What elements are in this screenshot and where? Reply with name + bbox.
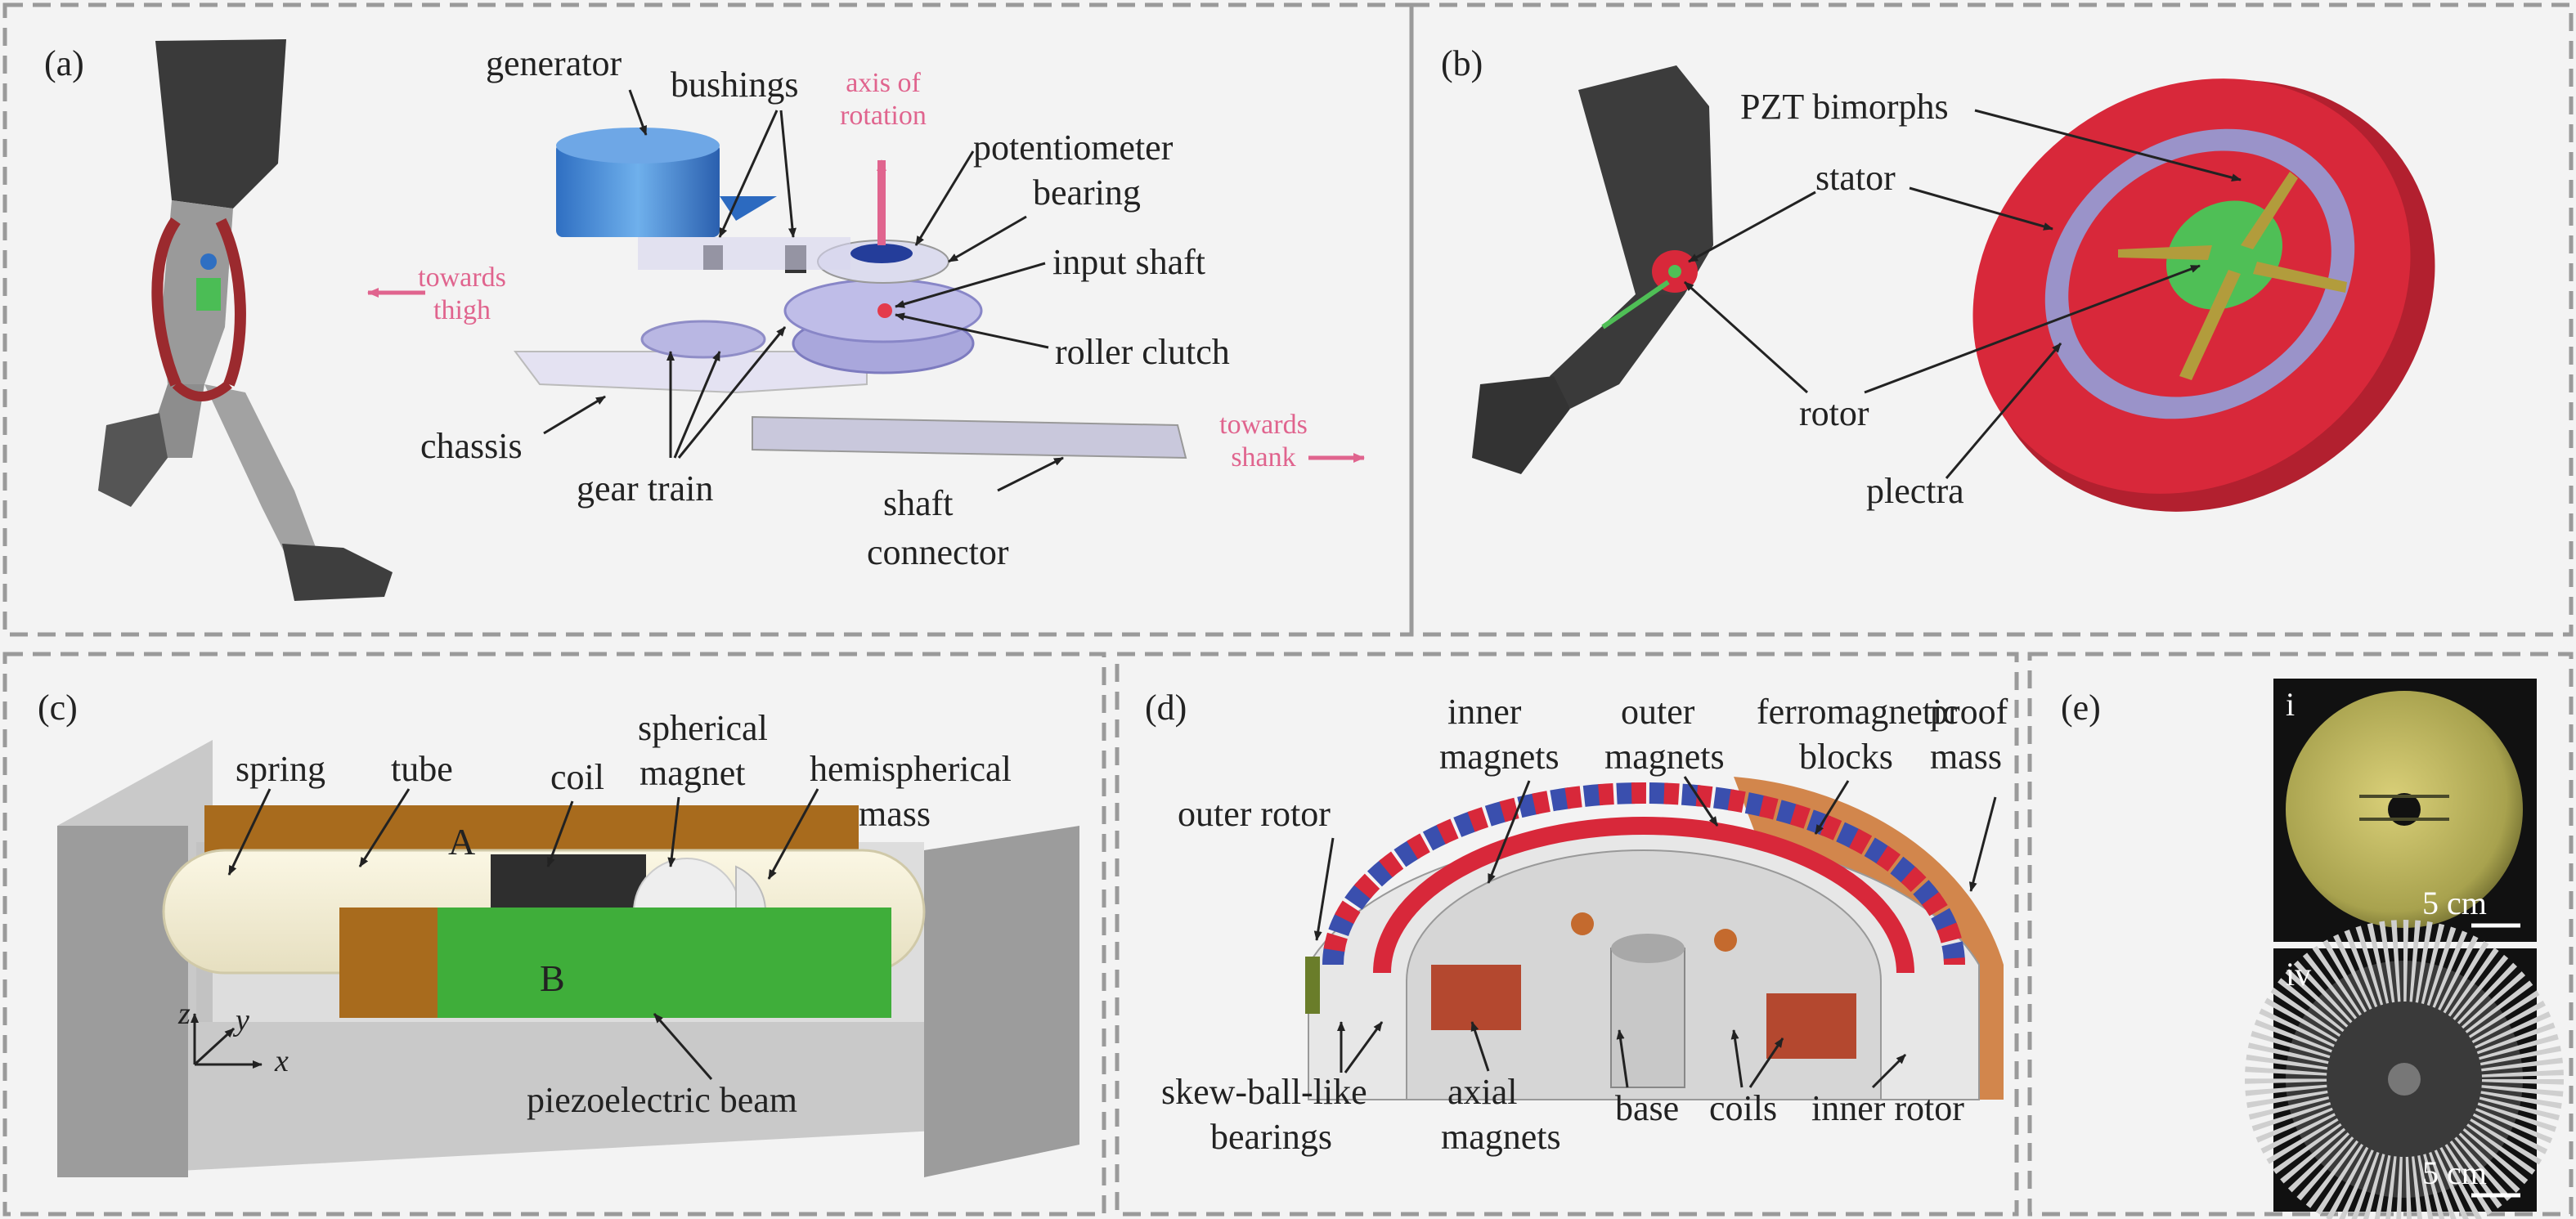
axis-label-1: axis of <box>846 68 921 98</box>
frame-c <box>2 652 1106 1217</box>
label-base: base <box>1615 1088 1679 1128</box>
label-skew-ball: skew-ball-like <box>1161 1072 1367 1112</box>
label-mass: mass <box>859 794 931 834</box>
towards-thigh-1: towards <box>418 262 506 293</box>
label-inner: inner <box>1447 692 1522 732</box>
label-rotor: rotor <box>1799 393 1869 433</box>
frame-e <box>2027 652 2574 1217</box>
label-bearing: bearing <box>1033 173 1141 213</box>
label-beam-a: A <box>448 821 475 863</box>
label-spring: spring <box>236 749 325 789</box>
label-potentiometer: potentiometer <box>973 128 1174 168</box>
panel-a-tag: (a) <box>44 43 84 83</box>
photo-iv-label: iv <box>2286 956 2311 993</box>
label-outer: outer <box>1621 692 1695 732</box>
panel-d-tag: (d) <box>1145 688 1187 728</box>
panel-d: (d) inner magnets outer magnets ferromag… <box>1145 688 2008 1157</box>
panel-e-tag: (e) <box>2061 688 2101 728</box>
frame-d <box>1115 652 2019 1217</box>
axes-triad: z y x <box>177 997 289 1078</box>
photo-i-label: i <box>2286 686 2295 723</box>
label-roller-clutch: roller clutch <box>1055 332 1230 372</box>
label-shaft: shaft <box>883 483 954 523</box>
label-inner-magnets: magnets <box>1439 737 1560 777</box>
label-bushings: bushings <box>671 65 798 105</box>
label-blocks: blocks <box>1799 737 1893 777</box>
label-coils: coils <box>1709 1088 1777 1128</box>
label-bearings: bearings <box>1210 1117 1332 1157</box>
frame-a <box>2 2 1414 637</box>
towards-shank-2: shank <box>1231 442 1295 473</box>
panel-e: (e) i 5 cm iv 5 cm <box>2061 679 2564 1219</box>
leg-illustration-b <box>1472 65 1713 474</box>
axis-x: x <box>274 1044 289 1078</box>
label-chassis: chassis <box>420 426 523 466</box>
label-inner-rotor: inner rotor <box>1811 1088 1964 1128</box>
label-magnet: magnet <box>640 753 746 793</box>
label-connector: connector <box>867 532 1009 572</box>
leg-illustration-a <box>98 39 393 601</box>
axis-z: z <box>177 997 191 1031</box>
label-coil: coil <box>550 757 604 797</box>
label-axial: axial <box>1447 1072 1518 1112</box>
towards-thigh-2: thigh <box>433 295 491 325</box>
label-stator: stator <box>1815 158 1896 198</box>
label-outer-magnets: magnets <box>1604 737 1725 777</box>
label-outer-rotor: outer rotor <box>1178 794 1331 834</box>
label-axial-magnets: magnets <box>1441 1117 1561 1157</box>
scale-bar-2: 5 cm <box>2422 1154 2487 1191</box>
panel-a: (a) <box>44 39 1365 601</box>
rotary-harvester <box>1305 777 2004 1100</box>
label-proof: proof <box>1930 692 2008 732</box>
label-piezoelectric-beam: piezoelectric beam <box>527 1080 797 1120</box>
label-beam-b: B <box>540 957 565 999</box>
label-tube: tube <box>391 749 453 789</box>
panel-c-tag: (c) <box>38 688 78 728</box>
axis-y: y <box>232 1003 249 1037</box>
photo-iv: iv 5 cm <box>2245 920 2564 1219</box>
label-proof-mass: mass <box>1930 737 2002 777</box>
label-plectra: plectra <box>1866 471 1964 511</box>
panel-c: (c) spring tube coil spherical magnet he… <box>38 688 1079 1177</box>
harvester-disc <box>1972 78 2435 512</box>
photo-i: i 5 cm <box>2273 679 2537 942</box>
label-generator: generator <box>486 43 622 83</box>
frame-b <box>1409 2 2574 637</box>
label-pzt-bimorphs: PZT bimorphs <box>1740 87 1949 127</box>
scale-bar-1: 5 cm <box>2422 885 2487 921</box>
label-gear-train: gear train <box>577 468 713 509</box>
towards-shank-1: towards <box>1219 410 1308 440</box>
label-ferromagnetic: ferromagnetic <box>1757 692 1959 732</box>
panel-b: (b) PZT bimorphs stator rotor p <box>1441 43 2435 512</box>
panel-b-tag: (b) <box>1441 43 1483 83</box>
label-input-shaft: input shaft <box>1052 242 1205 282</box>
label-spherical: spherical <box>638 708 768 748</box>
label-hemispherical: hemispherical <box>810 749 1012 789</box>
axis-label-2: rotation <box>840 101 927 131</box>
generator-mechanism <box>514 128 1187 459</box>
harvester-box <box>57 740 1079 1177</box>
